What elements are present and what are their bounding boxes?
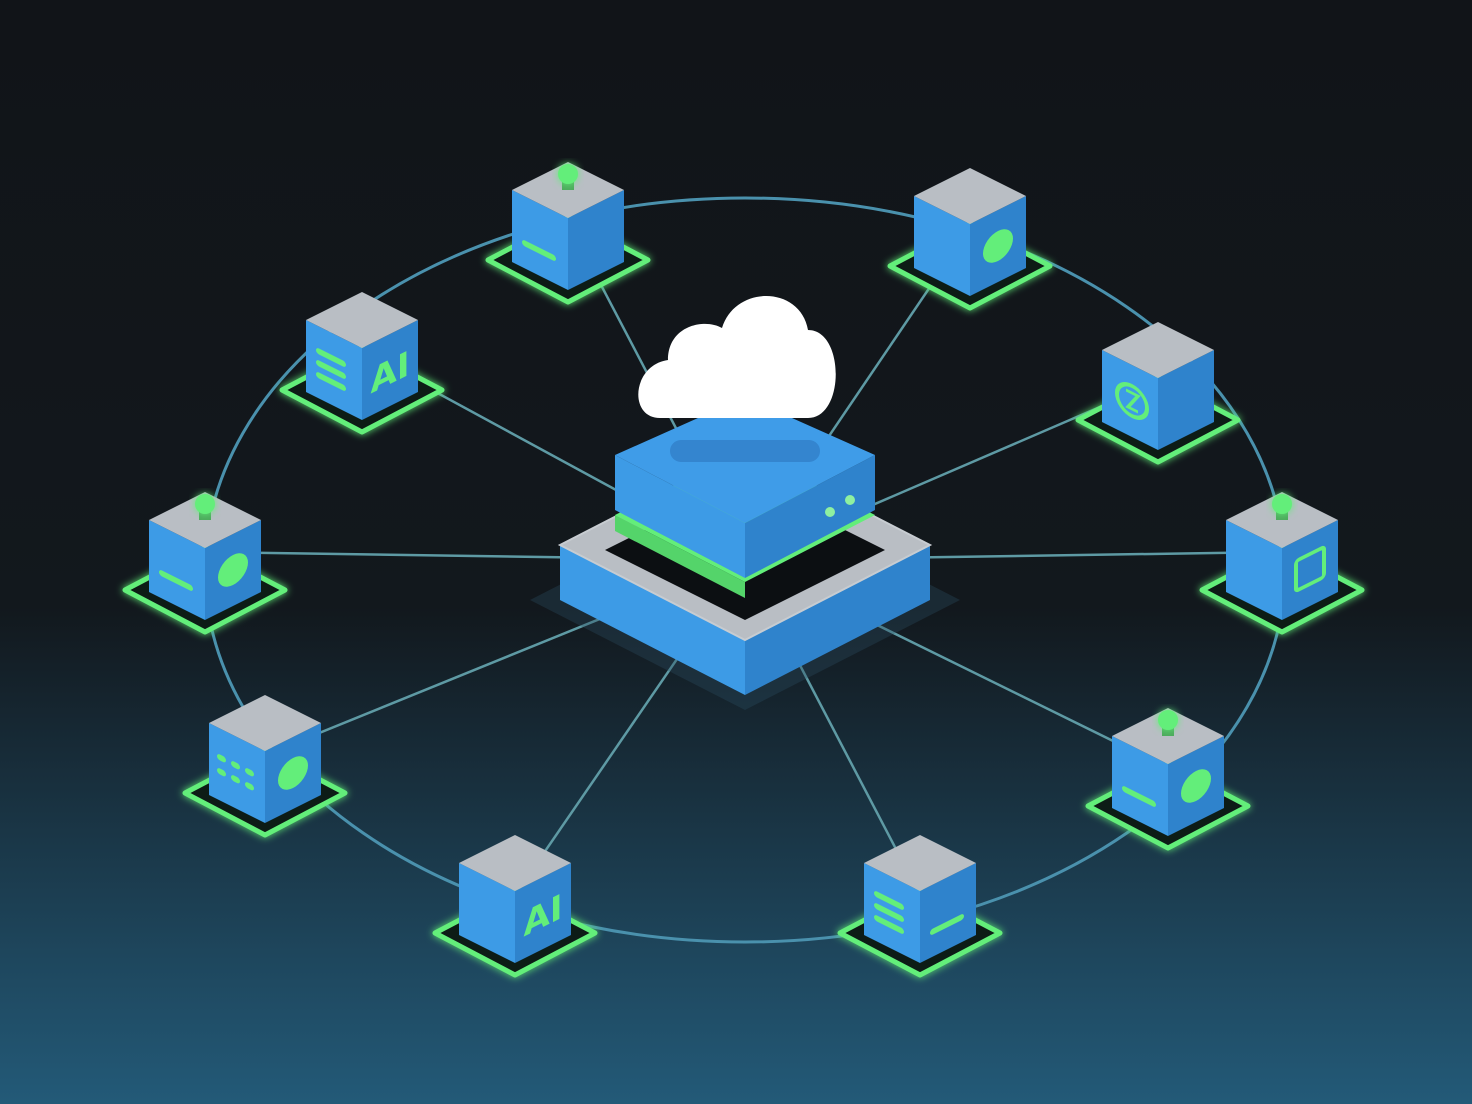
- dash-icon: [159, 570, 193, 591]
- left-face-icons: [1115, 381, 1149, 421]
- server-left-face: [615, 455, 745, 578]
- node-n6: [1199, 492, 1365, 635]
- cube-right-face: [515, 863, 571, 963]
- badge-icon: [1115, 381, 1149, 421]
- left-face-icons: [159, 570, 193, 591]
- menu-lines-icon: [316, 348, 346, 367]
- cube-left-face: [512, 190, 568, 290]
- menu-lines-icon: [874, 903, 904, 922]
- node-n9: AI: [432, 835, 598, 978]
- left-face-icons: [874, 891, 904, 934]
- dots-grid-icon: [217, 754, 226, 763]
- square-icon: [1294, 545, 1326, 593]
- status-led: [825, 507, 835, 517]
- platform-right-face: [745, 545, 930, 695]
- right-face-icons: [218, 553, 248, 587]
- cube-right-face: [920, 863, 976, 963]
- cube-right-face: [568, 190, 624, 290]
- platform-left-face: [560, 545, 745, 695]
- cube-top-face: [1102, 322, 1214, 378]
- dots-grid-icon: [217, 768, 226, 777]
- cube-left-face: [209, 723, 265, 823]
- cube-top-face: [306, 292, 418, 348]
- node-n3: AI: [279, 292, 445, 435]
- right-face-icons: [1294, 545, 1326, 593]
- dash-icon: [1122, 786, 1156, 807]
- cube-left-face: [1102, 350, 1158, 450]
- cube-right-face: [1158, 350, 1214, 450]
- node-n2: [887, 168, 1053, 311]
- green-layer-side: [615, 515, 745, 598]
- node-n8: [1085, 708, 1251, 851]
- dots-grid-icon: [245, 768, 254, 777]
- nodes: AI AI: [122, 162, 1365, 978]
- circle-icon: [1181, 769, 1211, 803]
- circle-icon: [218, 553, 248, 587]
- menu-lines-icon: [874, 891, 904, 910]
- node-n10: [837, 835, 1003, 978]
- cube-left-face: [149, 520, 205, 620]
- cube-top-face: [459, 835, 571, 891]
- indicator-light-icon: [558, 164, 578, 184]
- node-n1: [485, 162, 651, 305]
- status-led: [845, 495, 855, 505]
- indicator-light-icon: [195, 494, 215, 514]
- dash-icon: [522, 240, 556, 261]
- server-right-face: [745, 455, 875, 578]
- right-face-icons: [983, 229, 1013, 263]
- dots-grid-icon: [231, 775, 240, 784]
- menu-lines-icon: [874, 915, 904, 934]
- right-face-icons: [930, 914, 964, 935]
- cube-top-face: [864, 835, 976, 891]
- right-face-icons: [1181, 769, 1211, 803]
- cube-left-face: [459, 863, 515, 963]
- central-hub: [530, 295, 960, 710]
- server-slot: [670, 440, 820, 462]
- dash-icon: [930, 914, 964, 935]
- badge-glyph: [1125, 388, 1141, 414]
- cube-left-face: [1226, 520, 1282, 620]
- node-n7: [182, 695, 348, 838]
- cube-top-face: [914, 168, 1026, 224]
- indicator-light-icon: [1272, 494, 1292, 514]
- circle-icon: [983, 229, 1013, 263]
- node-n4: [1075, 322, 1241, 465]
- left-face-icons: [217, 754, 254, 791]
- circle-icon: [278, 756, 308, 790]
- cloud-icon: [638, 295, 836, 418]
- cube-left-face: [914, 196, 970, 296]
- cube-right-face: [1282, 520, 1338, 620]
- left-face-icons: [1122, 786, 1156, 807]
- menu-lines-icon: [316, 360, 346, 379]
- dots-grid-icon: [245, 782, 254, 791]
- cube-right-face: [362, 320, 418, 420]
- node-n5: [122, 492, 288, 635]
- left-face-icons: [316, 348, 346, 391]
- cube-left-face: [1112, 736, 1168, 836]
- dots-grid-icon: [231, 761, 240, 770]
- left-face-icons: [522, 240, 556, 261]
- menu-lines-icon: [316, 372, 346, 391]
- indicator-light-icon: [1158, 710, 1178, 730]
- right-face-icons: [278, 756, 308, 790]
- cube-top-face: [209, 695, 321, 751]
